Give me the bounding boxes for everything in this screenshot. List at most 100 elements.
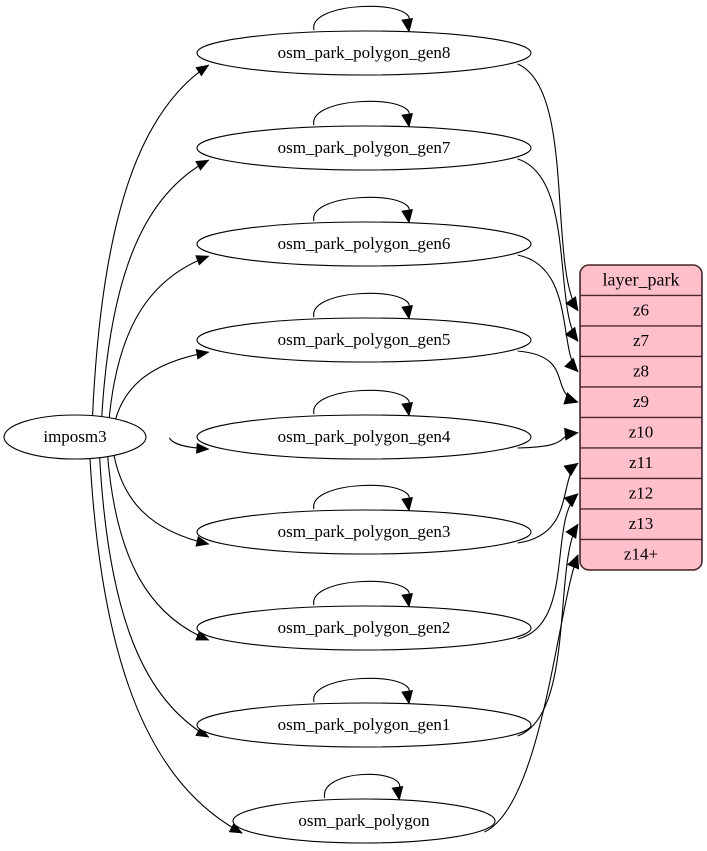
- arrowhead-gen6-to-z8: [564, 357, 579, 373]
- gen6-ellipse: [196, 221, 532, 267]
- gen7-label: osm_park_polygon_gen7: [278, 138, 451, 157]
- gen8-ellipse: [196, 30, 532, 76]
- arrowhead-imposm3-to-gen4: [196, 442, 210, 454]
- edge-gen1-to-z13: [517, 523, 579, 737]
- arrowhead-gen7-to-z7: [564, 326, 579, 342]
- layer-park-row-label-z8: z8: [633, 362, 649, 381]
- gen5-label: osm_park_polygon_gen5: [278, 330, 451, 349]
- edge-imposm3-to-gen5: [112, 351, 209, 432]
- arrowhead-imposm3-to-gen7: [195, 159, 210, 171]
- gen8-label: osm_park_polygon_gen8: [278, 43, 451, 62]
- layer-park-row-z14+[interactable]: [580, 538, 702, 571]
- arrowhead-self-loop-gen6: [401, 208, 414, 224]
- arrowhead-imposm3-to-gen8: [195, 64, 210, 77]
- layer-park-header-label: layer_park: [603, 269, 680, 289]
- layer-park-row-label-z14+: z14+: [624, 545, 658, 564]
- arrowhead-base-to-z14+: [567, 554, 580, 570]
- gen3-label: osm_park_polygon_gen3: [278, 522, 451, 541]
- base-ellipse: [232, 798, 496, 844]
- edge-imposm3-to-gen7: [100, 159, 209, 421]
- arrowhead-gen5-to-z9: [563, 392, 579, 405]
- imposm3-label: imposm3: [43, 427, 106, 446]
- edges-layer: [89, 5, 580, 834]
- edge-gen2-to-z12: [517, 493, 579, 640]
- gen3-ellipse: [196, 509, 532, 555]
- gen2-label: osm_park_polygon_gen2: [278, 618, 451, 637]
- gen2-ellipse: [196, 605, 532, 651]
- gen6-label: osm_park_polygon_gen6: [278, 234, 451, 253]
- layer-park-row-label-z10: z10: [629, 423, 654, 442]
- edge-imposm3-to-gen2: [106, 449, 209, 641]
- node-gen4[interactable]: osm_park_polygon_gen4: [196, 414, 532, 460]
- edge-imposm3-to-gen1: [98, 454, 209, 738]
- gen4-ellipse: [196, 414, 532, 460]
- self-loop-gen6: [313, 196, 410, 222]
- arrowhead-imposm3-to-gen2: [195, 630, 210, 641]
- node-gen1[interactable]: osm_park_polygon_gen1: [196, 702, 532, 748]
- self-loop-gen4: [313, 389, 410, 415]
- base-label: osm_park_polygon: [298, 811, 430, 830]
- nodes-layer: imposm3 osm_park_polygon_gen8 osm_park_pol…: [3, 30, 532, 844]
- arrowhead-gen8-to-z6: [565, 296, 579, 312]
- layer-park-row-z13[interactable]: [580, 508, 702, 541]
- layer-park-row-label-z12: z12: [629, 484, 654, 503]
- edge-gen8-to-z6: [517, 63, 579, 312]
- node-imposm3[interactable]: imposm3: [3, 414, 147, 460]
- edge-imposm3-to-gen6: [107, 255, 209, 426]
- edge-imposm3-to-base: [89, 457, 243, 834]
- layer-park-row-label-z7: z7: [633, 331, 650, 350]
- arrowhead-self-loop-gen3: [401, 496, 414, 512]
- arrowhead-imposm3-to-base: [228, 822, 243, 834]
- edge-imposm3-to-gen8: [91, 64, 209, 418]
- arrowhead-imposm3-to-gen3: [195, 536, 210, 547]
- node-gen2[interactable]: osm_park_polygon_gen2: [196, 605, 532, 651]
- gen4-label: osm_park_polygon_gen4: [278, 427, 451, 446]
- arrowhead-imposm3-to-gen5: [195, 348, 210, 360]
- self-loop-gen5: [313, 292, 410, 318]
- layer-park-row-z8[interactable]: [580, 355, 702, 388]
- node-gen6[interactable]: osm_park_polygon_gen6: [196, 221, 532, 267]
- arrowhead-gen1-to-z13: [565, 523, 579, 539]
- node-gen5[interactable]: osm_park_polygon_gen5: [196, 317, 532, 363]
- arrowhead-gen4-to-z10: [564, 427, 579, 441]
- layer-park-outline: [579, 264, 703, 571]
- edge-imposm3-to-gen3: [111, 443, 209, 545]
- self-loop-gen1: [313, 677, 410, 703]
- edge-base-to-z14+: [484, 554, 579, 833]
- node-gen7[interactable]: osm_park_polygon_gen7: [196, 125, 532, 171]
- self-loop-gen8: [313, 5, 410, 31]
- arrowhead-self-loop-gen8: [401, 17, 414, 33]
- self-loop-gen2: [313, 580, 410, 606]
- imposm3-ellipse: [3, 414, 147, 460]
- arrowhead-self-loop-gen2: [401, 592, 414, 608]
- gen7-ellipse: [196, 125, 532, 171]
- node-gen8[interactable]: osm_park_polygon_gen8: [196, 30, 532, 76]
- self-loop-gen3: [313, 484, 410, 510]
- gen5-ellipse: [196, 317, 532, 363]
- edge-gen7-to-z7: [517, 158, 579, 342]
- arrowhead-self-loop-gen4: [401, 401, 414, 417]
- arrowhead-self-loop-gen5: [401, 304, 414, 320]
- arrowhead-self-loop-gen1: [401, 689, 414, 705]
- node-base[interactable]: osm_park_polygon: [232, 798, 496, 844]
- node-gen3[interactable]: osm_park_polygon_gen3: [196, 509, 532, 555]
- arrowhead-imposm3-to-gen6: [195, 255, 210, 266]
- layer-park-row-z12[interactable]: [580, 477, 702, 510]
- arrowhead-self-loop-gen7: [401, 112, 414, 128]
- arrowhead-gen3-to-z11: [563, 462, 579, 477]
- gen1-ellipse: [196, 702, 532, 748]
- arrowhead-gen2-to-z12: [563, 493, 579, 508]
- self-loop-gen7: [313, 100, 410, 126]
- layer-park-row-label-z6: z6: [633, 301, 649, 320]
- layer-park-row-z9[interactable]: [580, 386, 702, 419]
- edge-gen6-to-z8: [517, 254, 579, 373]
- gen1-label: osm_park_polygon_gen1: [278, 715, 451, 734]
- arrowhead-self-loop-base: [391, 785, 404, 801]
- layer-park-row-label-z9: z9: [633, 392, 649, 411]
- self-loop-base: [324, 773, 401, 799]
- layer-park-row-z7[interactable]: [580, 325, 702, 358]
- layer-park-row-label-z13: z13: [629, 514, 654, 533]
